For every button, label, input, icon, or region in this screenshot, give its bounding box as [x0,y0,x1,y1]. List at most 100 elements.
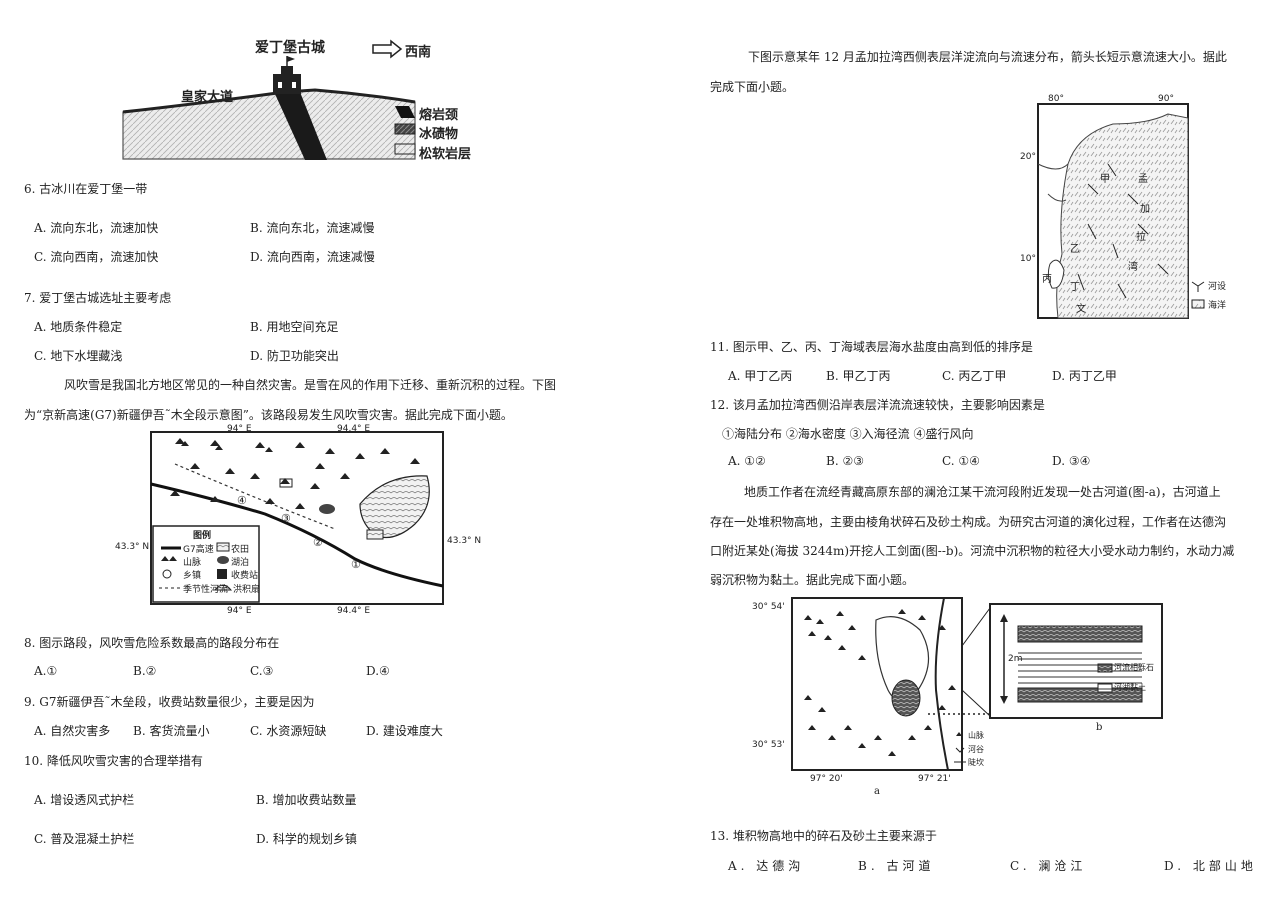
q10-option-d[interactable]: D. 科学的规划乡镇 [256,832,357,846]
q7-stem: 7. 爱丁堡古城选址主要考虑 [24,291,172,305]
q12-option-c[interactable]: C. ①④ [942,454,980,468]
river-legend-clay: 河湖黏土 [1114,683,1146,692]
q12-option-d[interactable]: D. ③④ [1052,454,1091,468]
bay-label-jia: 甲 [1100,174,1110,185]
bay-label-bing: 丙 [1042,274,1052,285]
legend-till: 冰碛物 [419,127,459,142]
bay-label-meng: 孟 [1138,174,1148,185]
bay-lat-10: 10° [1020,254,1036,264]
q12-option-a[interactable]: A. ①② [728,454,766,468]
q11-option-b[interactable]: B. 甲乙丁丙 [826,369,891,383]
river-legend-mountain: 山脉 [968,731,984,740]
intro-snow-line1: 风吹雪是我国北方地区常见的一种自然灾害。是雪在风的作用下迁移、重新沉积的过程。下… [64,378,557,392]
bay-lon-90: 90° [1158,94,1174,104]
q10-option-c[interactable]: C. 普及混凝土护栏 [34,832,135,846]
q12-stem: 12. 该月孟加拉湾西侧沿岸表层洋流流速较快，主要影响因素是 [710,398,1045,412]
q6-option-d[interactable]: D. 流向西南，流速减慢 [250,250,375,264]
map-legend-fan: 洪积扇 [233,585,261,595]
map-lon-left: 94° E [227,424,252,434]
map-legend-tollstation: 收费站 [231,571,259,581]
q7-option-c[interactable]: C. 地下水埋藏浅 [34,349,123,363]
river-legend-gravel: 河流相砾石 [1114,663,1154,672]
q11-stem: 11. 图示甲、乙、丙、丁海域表层海水盐度由高到低的排序是 [710,340,1033,354]
intro-river-line1: 地质工作者在流经青藏高原东部的澜沧江某干流河段附近发现一处古河道(图-a)，古河… [744,485,1221,499]
q8-option-a[interactable]: A.① [34,664,58,678]
intro-bay-line1: 下图示意某年 12 月孟加拉湾西侧表层洋淀流向与流速分布，箭头长短示意流速大小。… [748,50,1227,64]
bay-label-wen: 文 [1076,304,1086,315]
q13-option-d[interactable]: D. 北部山地 [1164,859,1257,873]
q6-option-a[interactable]: A. 流向东北，流速加快 [34,221,159,235]
bay-figure: 80° 90° 20° 10° 甲 孟 加 拉 乙 湾 丙 丁 文 河设 海洋 [1018,94,1254,324]
castle-figure: 爱丁堡古城 西南 皇家大道 熔岩颈 冰碛物 松软岩层 [115,34,485,164]
map-marker-3: ③ [281,512,291,525]
river-lon-21: 97° 21' [918,774,951,784]
bay-label-la: 拉 [1136,232,1146,243]
q8-option-b[interactable]: B.② [133,664,157,678]
intro-snow-line2: 为“京新高速(G7)新疆伊吾˜木全段示意图”。该路段易发生风吹雪灾害。据此完成下… [24,408,513,422]
river-legend-valley: 河谷 [968,745,984,754]
map-lon-right: 94.4° E [337,424,371,434]
river-lat-53: 30° 53' [752,740,785,750]
map-lon-left-bottom: 94° E [227,606,252,616]
q11-option-c[interactable]: C. 丙乙丁甲 [942,369,1007,383]
map-lat-right: 43.3° N [447,536,482,546]
section-scale: 2m [1008,654,1023,664]
map-marker-4: ④ [237,494,247,507]
q9-option-d[interactable]: D. 建设难度大 [366,724,443,738]
q12-factors: ①海陆分布 ②海水密度 ③入海径流 ④盛行风向 [722,427,974,441]
river-figure: 30° 54' 30° 53' 97° 20' 97° 21' a b 2m 山… [748,590,1168,802]
intro-river-line4: 弱沉积物为黏土。据此完成下面小题。 [710,573,915,587]
q7-option-a[interactable]: A. 地质条件稳定 [34,320,123,334]
q6-option-b[interactable]: B. 流向东北，流速减慢 [250,221,375,235]
g7-map-figure: 94° E 94.4° E 94° E 94.4° E 43.3° N 43.3… [115,424,485,616]
q8-option-c[interactable]: C.③ [250,664,274,678]
q10-option-b[interactable]: B. 增加收费站数量 [256,793,357,807]
bay-legend-river: 河设 [1208,282,1227,292]
q6-option-c[interactable]: C. 流向西南，流速加快 [34,250,159,264]
map-legend-river: 季节性河流 [183,585,229,595]
river-fig-label-a: a [874,786,880,797]
bay-lon-80: 80° [1048,94,1064,104]
q8-option-d[interactable]: D.④ [366,664,390,678]
bay-label-wan: 湾 [1128,262,1138,273]
q11-option-d[interactable]: D. 丙丁乙甲 [1052,369,1117,383]
castle-icon [273,56,301,94]
q13-option-b[interactable]: B. 古河道 [858,859,935,873]
q9-option-a[interactable]: A. 自然灾害多 [34,724,111,738]
map-lat-left: 43.3° N [115,542,150,552]
map-legend-mountain: 山脉 [183,558,202,568]
castle-diagram [122,39,416,160]
river-diagram [791,597,1163,771]
q10-option-a[interactable]: A. 增设透风式护栏 [34,793,135,807]
river-legend-scarp: 陡坎 [968,758,984,767]
river-lat-54: 30° 54' [752,602,785,612]
q13-option-a[interactable]: A. 达德沟 [728,859,805,873]
river-fig-label-b: b [1096,722,1103,733]
map-legend-title: 图例 [193,531,212,541]
g7-map [150,431,444,605]
q13-stem: 13. 堆积物高地中的碎石及砂土主要来源于 [710,829,937,843]
castle-title: 爱丁堡古城 [255,40,325,56]
direction-label: 西南 [405,45,432,60]
q9-option-c[interactable]: C. 水资源短缺 [250,724,327,738]
intro-bay-line2: 完成下面小题。 [710,80,795,94]
road-label: 皇家大道 [181,90,234,105]
q9-stem: 9. G7新疆伊吾˜木垒段，收费站数量很少，主要是因为 [24,695,315,709]
q11-option-a[interactable]: A. 甲丁乙丙 [728,369,793,383]
q7-option-d[interactable]: D. 防卫功能突出 [250,349,339,363]
q7-option-b[interactable]: B. 用地空间充足 [250,320,339,334]
map-legend-highway: G7高速 [183,545,214,555]
q13-option-c[interactable]: C. 澜沧江 [1010,859,1087,873]
map-legend-lake: 湖泊 [231,558,250,568]
bay-label-jia2: 加 [1140,204,1150,215]
legend-loose-rock: 松软岩层 [419,147,472,162]
mountain-symbols [170,438,420,509]
q12-option-b[interactable]: B. ②③ [826,454,864,468]
direction-arrow-icon [372,39,403,59]
intro-river-line2: 存在一处堆积物高地，主要由棱角状碎石及砂土构成。为研究古河道的演化过程，工作者在… [710,515,1227,529]
map-marker-2: ② [313,536,323,549]
q6-stem: 6. 古冰川在爱丁堡一带 [24,182,148,196]
map-marker-1: ① [351,558,361,571]
q9-option-b[interactable]: B. 客货流量小 [133,724,210,738]
intro-river-line3: 口附近某处(海拔 3244m)开挖人工剑面(图--b)。河流中沉积物的粒径大小受… [710,544,1235,558]
